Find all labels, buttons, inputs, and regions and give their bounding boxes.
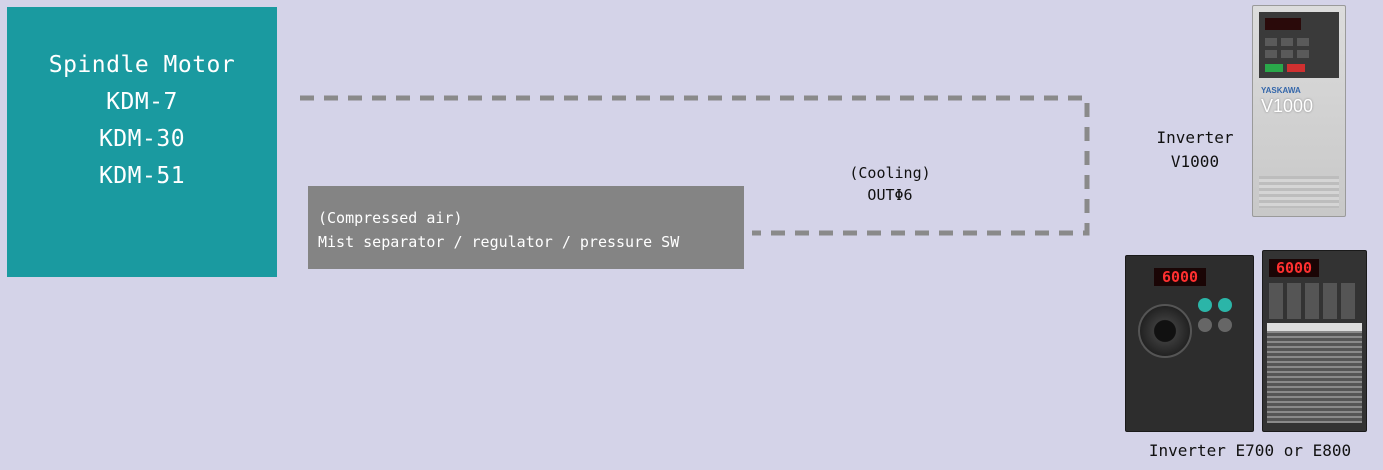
panel-key — [1281, 38, 1293, 46]
inverter-e700-e800-label: Inverter E700 or E800 — [1148, 441, 1352, 460]
e800-keypad — [1269, 283, 1359, 319]
panel-key — [1297, 50, 1309, 58]
e700-display: 6000 — [1154, 268, 1206, 286]
dashed-connection-path — [300, 95, 1090, 236]
motor-title: Spindle Motor — [48, 52, 236, 78]
panel-button — [1198, 298, 1212, 312]
mitsubishi-e700-image: 6000 — [1125, 255, 1254, 432]
inverter-v1000-label: Inverter V1000 — [1130, 126, 1260, 174]
run-key — [1265, 64, 1283, 72]
cooling-title: (Cooling) — [849, 164, 931, 182]
yaskawa-logo: YASKAWA — [1261, 86, 1301, 95]
operator-panel — [1259, 12, 1339, 78]
inverter-v-line1: Inverter — [1156, 128, 1234, 147]
panel-key — [1265, 38, 1277, 46]
stop-key — [1287, 64, 1305, 72]
panel-key — [1281, 50, 1293, 58]
panel-key — [1297, 38, 1309, 46]
e800-display: 6000 — [1269, 259, 1319, 277]
motor-model-1: KDM-7 — [106, 89, 178, 115]
mitsubishi-e800-image: 6000 — [1262, 250, 1367, 432]
panel-button — [1218, 298, 1232, 312]
panel-button — [1198, 318, 1212, 332]
motor-model-2: KDM-30 — [98, 126, 186, 152]
air-components: Mist separator / regulator / pressure SW — [318, 233, 680, 251]
air-label: (Compressed air) — [318, 209, 463, 227]
panel-button — [1218, 318, 1232, 332]
model-marking: V1000 — [1261, 96, 1314, 116]
warning-label — [1259, 176, 1339, 208]
panel-key — [1265, 50, 1277, 58]
e800-warning-label — [1267, 331, 1362, 423]
inverter-v-line2: V1000 — [1170, 152, 1220, 171]
cooling-outlet: OUTΦ6 — [867, 186, 913, 204]
compressed-air-box: (Compressed air) Mist separator / regula… — [308, 186, 744, 269]
e800-nameplate — [1267, 323, 1362, 333]
yaskawa-v1000-image: YASKAWA V1000 — [1252, 5, 1346, 217]
spindle-motor-box: Spindle Motor KDM-7 KDM-30 KDM-51 — [7, 7, 277, 277]
panel-display — [1265, 18, 1301, 30]
setting-dial — [1138, 304, 1192, 358]
cooling-label: (Cooling) OUTΦ6 — [790, 162, 990, 206]
motor-model-3: KDM-51 — [98, 163, 186, 189]
